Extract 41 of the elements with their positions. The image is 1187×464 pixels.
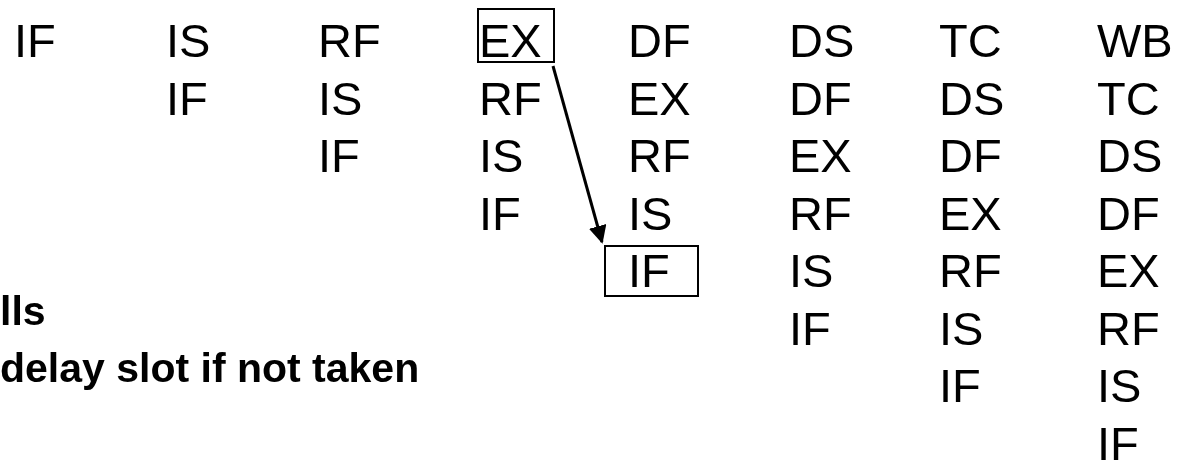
highlight-box	[604, 245, 699, 297]
stage-label: IF	[479, 189, 521, 237]
stage-label: IS	[939, 304, 984, 352]
stage-label: DS	[939, 74, 1005, 122]
stage-label: IS	[789, 247, 834, 294]
stage-label: TC	[1097, 74, 1160, 122]
stage-label: DF	[628, 17, 691, 64]
stage-label: RF	[628, 132, 691, 179]
stage-label: TC	[939, 17, 1002, 64]
stage-label: EX	[1097, 247, 1160, 294]
stage-label: RF	[479, 74, 542, 122]
stage-label: IF	[939, 362, 981, 409]
arrow	[551, 65, 607, 244]
stage-label: RF	[789, 189, 852, 237]
stage-label: EX	[628, 74, 691, 122]
stage-label: IS	[318, 74, 363, 122]
stage-label: DF	[789, 74, 852, 122]
stage-label: EX	[789, 132, 852, 179]
stage-label: IF	[628, 247, 670, 294]
note-text: delay slot if not taken	[0, 348, 420, 389]
stage-label: EX	[939, 189, 1002, 237]
stage-label: DS	[789, 17, 855, 64]
stage-label: IF	[318, 132, 360, 179]
stage-label: IF	[1097, 419, 1139, 464]
stage-label: RF	[1097, 304, 1160, 352]
stage-label: DS	[1097, 132, 1163, 179]
stage-label: RF	[939, 247, 1002, 294]
stage-label: IS	[1097, 362, 1142, 409]
stage-label: IF	[166, 74, 208, 122]
stage-label: WB	[1097, 17, 1173, 64]
stage-label: DF	[1097, 189, 1160, 237]
stage-label: IF	[789, 304, 831, 352]
stage-label: EX	[479, 17, 542, 64]
stage-label: IS	[166, 17, 211, 64]
stage-label: IS	[479, 132, 524, 179]
stage-label: IS	[628, 189, 673, 237]
stage-label: RF	[318, 17, 381, 64]
stage-label: IF	[14, 17, 56, 64]
stage-label: DF	[939, 132, 1002, 179]
note-text: lls	[0, 291, 46, 332]
highlight-box	[477, 8, 555, 63]
